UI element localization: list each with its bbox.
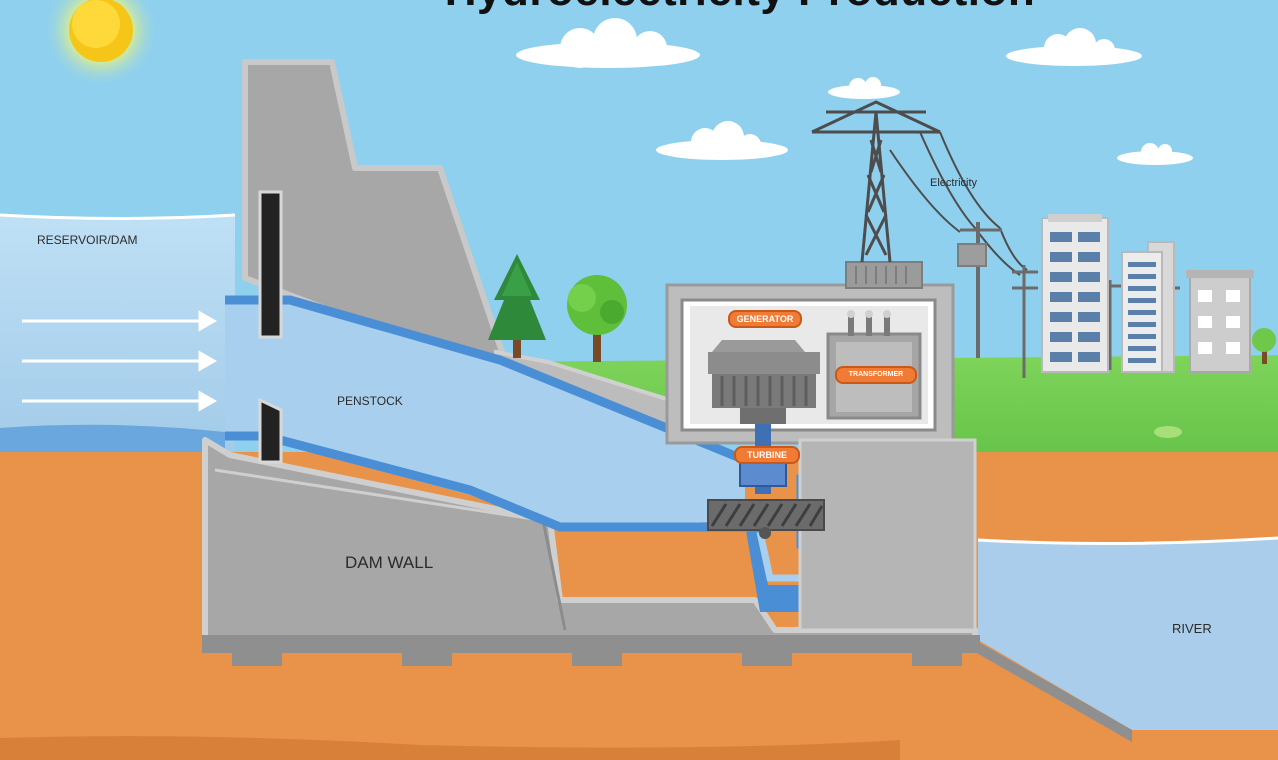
building-icon (1186, 270, 1254, 373)
sun-icon (43, 0, 159, 88)
intake-gate-upper (258, 190, 283, 339)
cloud-icon (656, 121, 788, 160)
utility-pole-icon (1012, 265, 1038, 378)
river-label: RIVER (1172, 621, 1212, 636)
electricity-label: Electricity (930, 177, 978, 189)
cloud-icon (1006, 28, 1142, 66)
tree-icon (488, 254, 546, 358)
river (978, 538, 1278, 730)
penstock-channel (225, 300, 745, 530)
cloud-icon (516, 18, 700, 68)
building-icon (1041, 214, 1109, 373)
arrow-right-icon (22, 350, 218, 372)
flow-arrows (22, 310, 218, 412)
river-bank-slope (975, 640, 1132, 742)
dam-upper-wall (242, 59, 505, 379)
building-icon (1121, 241, 1175, 373)
clouds (516, 18, 1193, 165)
arrow-right-icon (22, 310, 218, 332)
penstock-label: PENSTOCK (337, 394, 403, 408)
dam-foundation (202, 635, 980, 666)
tree-icon (1252, 328, 1276, 364)
diagram-title: Hydroelectricity Production (300, 0, 1180, 16)
cloud-icon (828, 77, 900, 99)
reservoir-label: RESERVOIR/DAM (37, 233, 138, 247)
utility-pole-icon (957, 222, 1002, 358)
intake-gate-lower (258, 397, 283, 464)
transformer-tag: TRANSFORMER (835, 366, 917, 384)
dam-wall-label: DAM WALL (345, 553, 434, 572)
tree-icon (567, 275, 627, 362)
cloud-icon (1117, 143, 1193, 165)
generator-tag: GENERATOR (728, 310, 802, 328)
reservoir-water (0, 215, 235, 452)
generator-icon (708, 340, 820, 424)
roof-transformer-icon (845, 261, 923, 289)
arrow-right-icon (22, 390, 218, 412)
transmission-tower-icon (811, 100, 941, 263)
turbine-tag: TURBINE (734, 446, 800, 464)
